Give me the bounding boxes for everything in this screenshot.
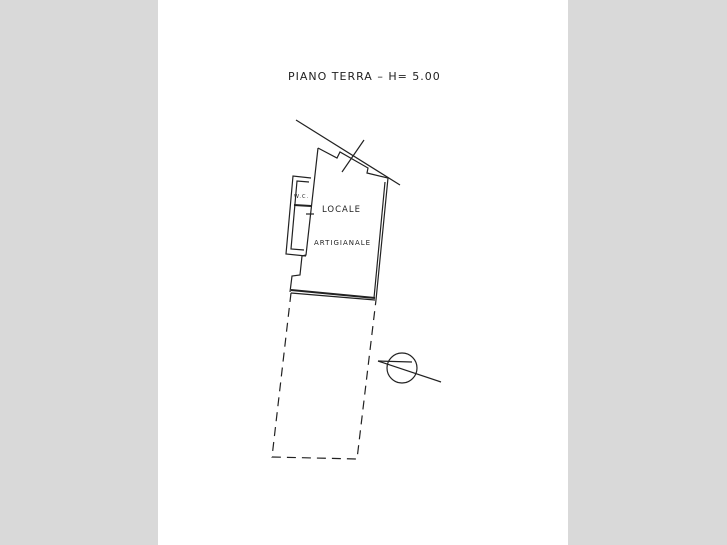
plan-title: PIANO TERRA – H= 5.00 [288,70,441,83]
drawing-sheet [158,0,568,545]
wc-label: W.C. [294,194,309,200]
room-wall [317,147,389,301]
bottom-wall [290,289,376,299]
room-label-artigianale: ARTIGIANALE [314,239,371,247]
room-label-locale: LOCALE [322,205,361,215]
north-arrow-icon [377,352,442,384]
section-mark [341,139,365,173]
wc-door [293,204,312,207]
room-left-wall [289,147,319,293]
wc-outline [285,175,312,257]
bottom-wall-inner [290,292,376,301]
room-wall-inner [373,181,386,299]
wc-inner [290,180,310,251]
outdoor-area-dashed [271,292,377,460]
street-boundary-line [295,119,401,186]
